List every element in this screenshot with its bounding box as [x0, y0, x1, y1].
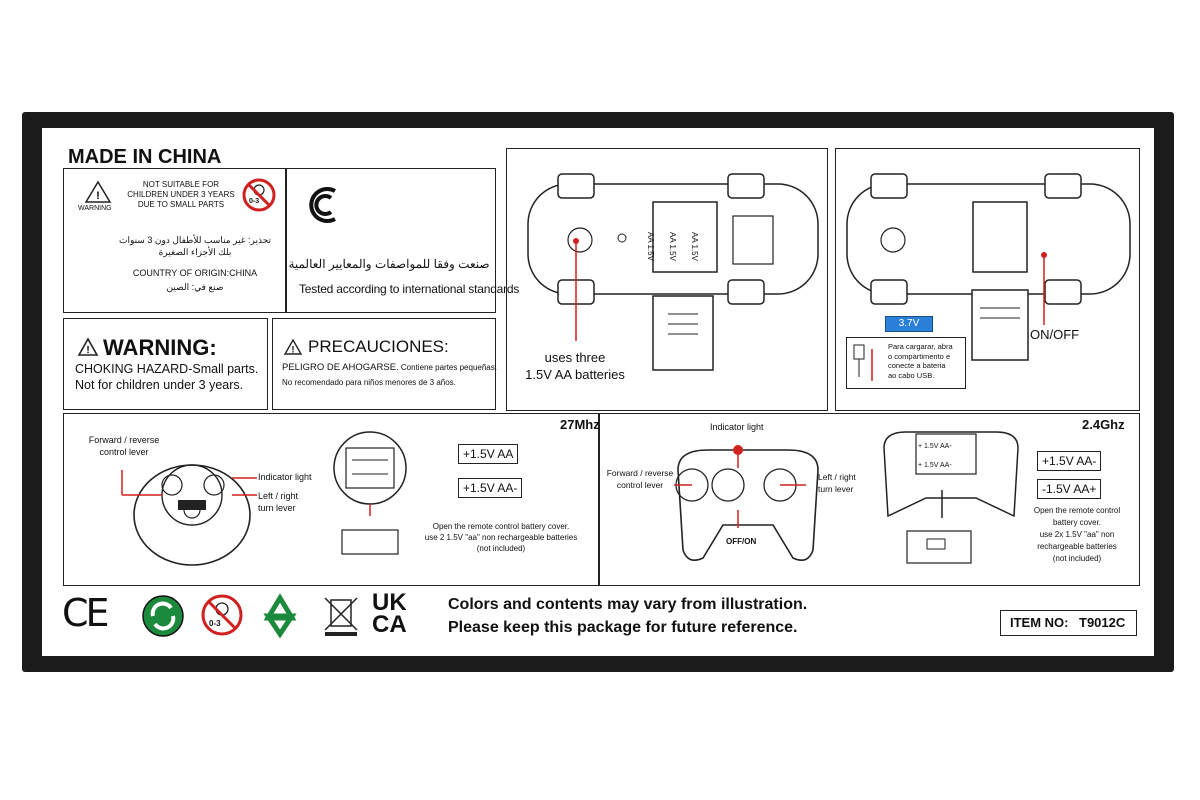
svg-text:!: !: [292, 345, 295, 355]
section-divider: [598, 413, 600, 586]
item-number: T9012C: [1079, 615, 1126, 630]
warning-panel: [63, 318, 268, 410]
battery-cover-icon: [652, 295, 714, 371]
small-parts-text: NOT SUITABLE FOR CHILDREN UNDER 3 YEARS …: [127, 180, 235, 209]
battery-pack-icon: [971, 289, 1029, 361]
no-under-3-icon: [242, 178, 276, 212]
freq-24: 2.4Ghz: [1082, 417, 1125, 432]
fwd-lever-label: Forward / reverse control lever: [88, 435, 160, 457]
usb-cable-icon: [853, 344, 873, 381]
page-title: MADE IN CHINA: [68, 146, 222, 168]
warning-triangle-icon: !: [77, 337, 99, 356]
arabic-warning: تحذير: غير مناسب للأطفال دون 3 سنوات بلك…: [118, 235, 272, 257]
turn-lever-label: Left / right turn lever: [818, 472, 856, 494]
off-on-label: OFF/ON: [726, 537, 757, 546]
precaution-line1: PELIGRO DE AHOGARSE. Contiene partes peq…: [282, 362, 497, 373]
ukca-line2: CA: [372, 611, 407, 638]
callout-arrow-icon: [573, 238, 579, 341]
remote-24ghz-back-illustration: [883, 431, 1019, 518]
precaution-line2: No recomendado para niños menores de 3 a…: [282, 378, 456, 387]
weee-bin-icon: [324, 597, 358, 636]
tested-english: Tested according to international standa…: [299, 282, 520, 296]
age-badge-text: 0-3: [209, 619, 221, 628]
tested-logo-icon: [309, 187, 336, 223]
warning-triangle-icon: !: [84, 180, 112, 203]
battery-label: AA 1.5V: [690, 232, 699, 261]
on-off-label: ON/OFF: [1030, 327, 1080, 342]
footer-notice-1: Colors and contents may vary from illust…: [448, 596, 808, 613]
cover-battery-label: + 1.5V AA-: [918, 462, 952, 469]
remote-27-instructions: Open the remote control battery cover. u…: [424, 522, 578, 553]
arabic-origin: صنع في: الصين: [166, 282, 224, 292]
indicator-label: Indicator light: [710, 422, 764, 432]
remote-27mhz-illustration: [121, 464, 257, 566]
item-label: ITEM NO:: [1010, 615, 1069, 630]
origin-text: COUNTRY OF ORIGIN:CHINA: [132, 268, 258, 278]
usb-note-text: Para cargarar, abra o compartimento e co…: [888, 342, 953, 380]
battery-polarity-2: +1.5V AA-: [458, 478, 523, 498]
battery-label: AA 1.5V: [668, 232, 677, 261]
fwd-lever-label: Forward / reverse control lever: [606, 468, 674, 490]
turn-lever-label: Left / right turn lever: [258, 491, 299, 513]
freq-27: 27Mhz: [560, 417, 600, 432]
voltage-badge: 3.7V: [885, 316, 933, 332]
callout-arrow-icon: [1041, 252, 1047, 325]
remote-24-instructions: Open the remote control battery cover. u…: [1033, 506, 1121, 563]
battery-polarity-1: +1.5V AA: [458, 444, 519, 464]
green-dot-icon: [142, 595, 184, 637]
car-battery-caption: uses three 1.5V AA batteries: [525, 350, 625, 382]
precaution-bold: PELIGRO DE AHOGARSE.: [282, 362, 399, 373]
cover-battery-label: + 1.5V AA-: [918, 443, 952, 450]
remote-section: [63, 413, 1140, 586]
car-battery-panel-aa: [506, 148, 828, 411]
ukca-mark-icon: UK CA: [372, 589, 407, 638]
no-under-3-icon: [201, 594, 243, 636]
battery-compartment-icon: [341, 529, 399, 555]
precaution-panel: [272, 318, 496, 410]
battery-polarity-1: +1.5V AA-: [1037, 451, 1102, 471]
panel-divider: [285, 168, 287, 313]
svg-text:!: !: [96, 190, 100, 202]
footer-notice-2: Please keep this package for future refe…: [448, 619, 798, 636]
battery-polarity-2: -1.5V AA+: [1037, 479, 1102, 499]
car-usb-panel: [835, 148, 1140, 411]
battery-label: AA 1.5V: [646, 232, 655, 261]
ce-mark-icon: CE: [62, 591, 110, 635]
precaution-rest: Contiene partes pequeñas.: [398, 363, 497, 372]
warning-line1: CHOKING HAZARD-Small parts.: [75, 362, 259, 376]
usb-note-box: [846, 337, 966, 389]
warning-small-label: WARNING: [78, 205, 112, 212]
age-badge-text: 0-3: [249, 198, 260, 205]
ukca-line1: UK: [372, 589, 407, 616]
warning-line2: Not for children under 3 years.: [75, 378, 244, 392]
warning-triangle-icon: !: [283, 338, 303, 355]
age-warning-panel: [63, 168, 496, 313]
remote-24ghz-illustration: [674, 445, 819, 561]
item-number-box: [1000, 610, 1137, 636]
indicator-label: Indicator light: [258, 472, 312, 482]
battery-cover-icon: [906, 530, 972, 564]
recycle-icon: [263, 593, 297, 639]
tested-arabic: صنعت وفقا للمواصفات والمعايير العالمية: [288, 257, 490, 271]
precaution-title: PRECAUCIONES:: [308, 337, 449, 356]
svg-text:!: !: [86, 345, 89, 356]
warning-title: WARNING:: [103, 335, 217, 360]
remote-27mhz-back-illustration: [333, 431, 407, 516]
